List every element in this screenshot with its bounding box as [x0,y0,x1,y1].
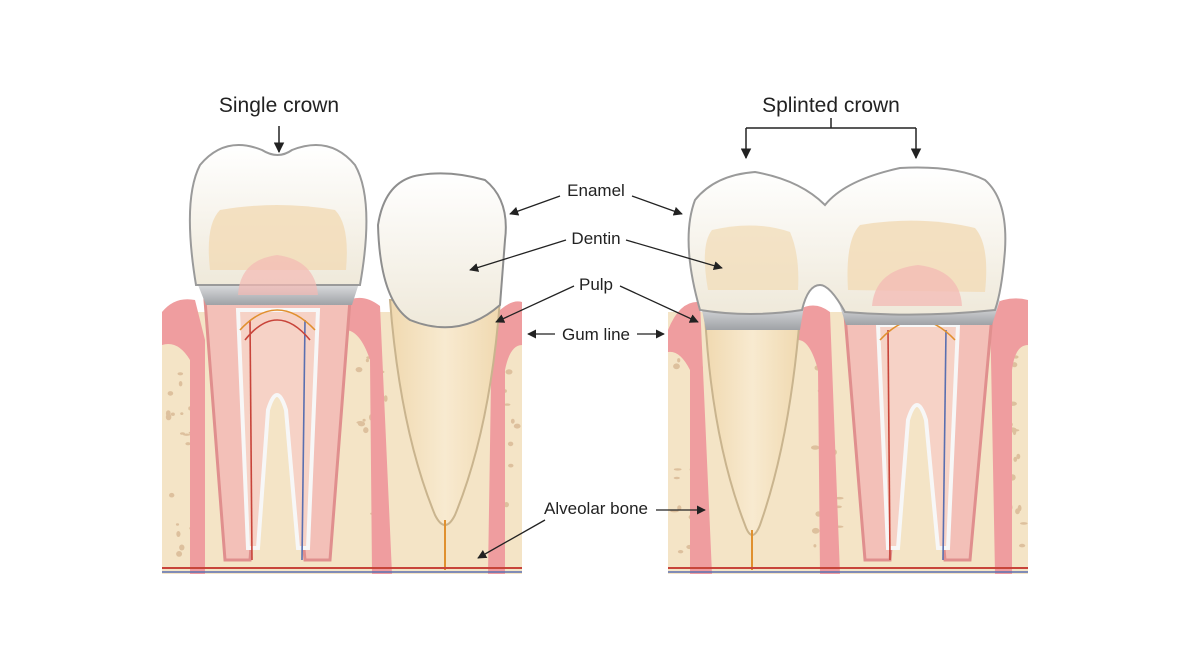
bone-spot [176,551,183,557]
incisor-root [388,299,502,526]
enamel-arrow-right [631,195,683,216]
gum-tissue-left-right [488,301,522,574]
splinted-crown-panel [668,166,1028,574]
bone-spot [677,358,681,363]
bone-spot [673,476,680,480]
bone-spot [1019,543,1026,548]
nerves-left-molar [239,309,316,561]
pulp-arrow-right [619,285,699,323]
bone-spot [175,523,180,526]
bone-spot [179,544,185,551]
bone-spot [508,463,514,468]
gum-line-label: Gum line [562,325,630,344]
alveolar-bone-label: Alveolar bone [544,499,648,518]
molar-pulp-right [875,323,961,550]
bone-spot [183,433,191,436]
bone-spot [180,432,185,435]
bone-spot [677,550,684,554]
bone-spot [169,492,175,498]
bone-spot [811,445,820,450]
bone-spot [1011,362,1018,368]
dentin-arrow-left [469,239,567,272]
bone-spot [355,367,363,373]
bone-spot [180,412,184,415]
gum-tissue-left-mid [345,297,392,574]
bone-spot [673,468,682,471]
splinted-crown-title: Splinted crown [762,94,900,117]
bone-spot [673,363,680,370]
bone-spot [365,358,369,363]
dentin-arrow-right [625,239,723,271]
bone-spot [170,412,175,416]
bone-spot [835,496,844,500]
bone-spot [362,418,366,422]
bone-spot [1016,453,1021,460]
incisor-crown [376,172,507,329]
bone-spot [1013,456,1018,462]
enamel-arrow-left [509,195,561,216]
bone-spot [178,381,183,387]
crown-pulp-right [872,265,962,306]
alveolar-bone-arrow-left [477,519,546,559]
gum-tissue-right-mid [798,305,840,574]
bone-spot [503,502,509,508]
single-crown-panel [162,144,522,574]
molar-pulp-left [235,308,321,550]
bone-spot [167,391,174,396]
bone-spot [811,527,820,534]
gum-tissue-right-right [990,298,1028,574]
bone-spot [504,403,511,406]
bone-spot [513,423,521,429]
bone-spot [677,505,682,511]
bone-spot [356,421,365,424]
premolar-root-right [703,314,802,536]
bone-spot [185,442,191,446]
single-crown-title: Single crown [219,94,339,117]
crown-dentin-right-left [704,225,799,290]
bone-spot [176,531,181,537]
pulp-arrow-left [495,285,575,323]
crown-dentin-right-right [847,220,987,292]
enamel-label: Enamel [567,181,625,200]
bone-spot [813,544,817,548]
bone-spot [177,372,184,376]
bone-spot [363,427,369,434]
splinted-crown-bracket [740,118,922,160]
pulp-label: Pulp [579,275,613,294]
bone-spot [1020,522,1028,525]
bone-spot [165,410,171,417]
bone-spot [383,395,388,402]
gum-tissue-left [162,299,205,574]
bone-spot [507,441,514,447]
dentin-label: Dentin [571,229,620,248]
bone-spot [505,369,513,375]
crown-pulp-left [238,255,318,295]
bone-spot [1012,429,1020,432]
crown-dentin-left [208,205,347,270]
bone-spot [1015,508,1020,515]
bone-spot [510,418,515,424]
